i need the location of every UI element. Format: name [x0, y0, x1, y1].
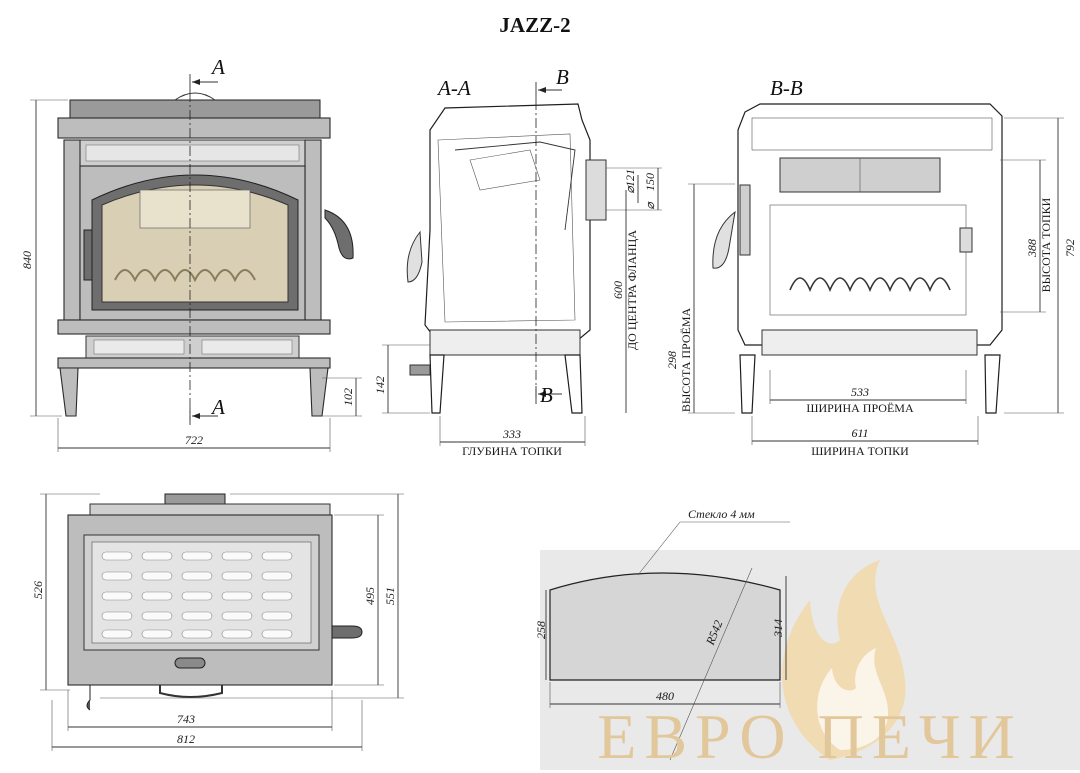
- dim-top-depth-total: 551: [383, 587, 397, 605]
- dim-leg-height: 102: [341, 388, 355, 406]
- dim-flange-height: 600: [611, 281, 625, 299]
- dim-depth: 333: [502, 427, 521, 441]
- dim-opening-height: 298: [665, 351, 679, 369]
- dim-flue-inner: 121: [623, 169, 637, 187]
- dim-firebox-height-inner: 388: [1025, 239, 1039, 258]
- dim-front-height: 840: [20, 251, 34, 269]
- dim-diameter-symbol-inner: ⌀: [623, 185, 637, 194]
- glass-label: Стекло 4 мм: [688, 507, 755, 521]
- glass-panel-section: Стекло 4 мм 258 314 R542 480 ЕВРО ПЕЧИ: [534, 507, 1080, 772]
- dim-opening-width: 533: [851, 385, 869, 399]
- section-b-b-label: B-B: [770, 76, 803, 100]
- dim-base-height: 142: [373, 376, 387, 394]
- dim-top-depth-inner: 495: [363, 587, 377, 605]
- dim-top-width-inner: 743: [177, 712, 195, 726]
- dim-glass-width: 480: [656, 689, 674, 703]
- dim-firebox-height-caption: ВЫСОТА ТОПКИ: [1039, 197, 1053, 292]
- dim-firebox-width-caption: ШИРИНА ТОПКИ: [811, 444, 909, 458]
- glass-shape: [549, 572, 781, 681]
- dim-flue-outer: 150: [643, 173, 657, 191]
- dim-diameter-symbol-outer: ⌀: [643, 201, 657, 210]
- dim-firebox-height: 792: [1063, 239, 1077, 257]
- dim-front-width: 722: [185, 433, 203, 447]
- section-b-b: B-B 298 ВЫСОТА ПРОЁМА 388 ВЫСОТА ТОПКИ 7…: [665, 76, 1077, 458]
- dim-top-width-total: 812: [177, 732, 195, 746]
- section-mark-a-top: A: [210, 55, 225, 79]
- dim-top-depth-outer: 526: [31, 581, 45, 599]
- dim-glass-left-height: 258: [534, 621, 548, 639]
- dim-glass-center-height: 314: [771, 619, 785, 638]
- section-mark-b-top: B: [556, 65, 569, 89]
- section-a-a: A-A B B ⌀ 121 ⌀ 150 600 ДО ЦЕНТРА ФЛАН: [373, 65, 662, 458]
- dim-firebox-width: 611: [851, 426, 868, 440]
- top-view: 526 495 551 743 812: [31, 493, 404, 751]
- dim-flange-caption: ДО ЦЕНТРА ФЛАНЦА: [625, 230, 639, 350]
- section-mark-a-bottom: A: [210, 395, 225, 419]
- dim-opening-width-caption: ШИРИНА ПРОЁМА: [806, 401, 914, 415]
- drawing-title: JAZZ-2: [499, 13, 570, 37]
- front-view: A A: [20, 55, 362, 452]
- dim-depth-caption: ГЛУБИНА ТОПКИ: [462, 444, 562, 458]
- dim-opening-height-caption: ВЫСОТА ПРОЁМА: [679, 307, 693, 412]
- brand-name: ЕВРО ПЕЧИ: [597, 701, 1023, 772]
- section-mark-b-bottom: B: [540, 383, 553, 407]
- section-a-a-label: A-A: [436, 76, 471, 100]
